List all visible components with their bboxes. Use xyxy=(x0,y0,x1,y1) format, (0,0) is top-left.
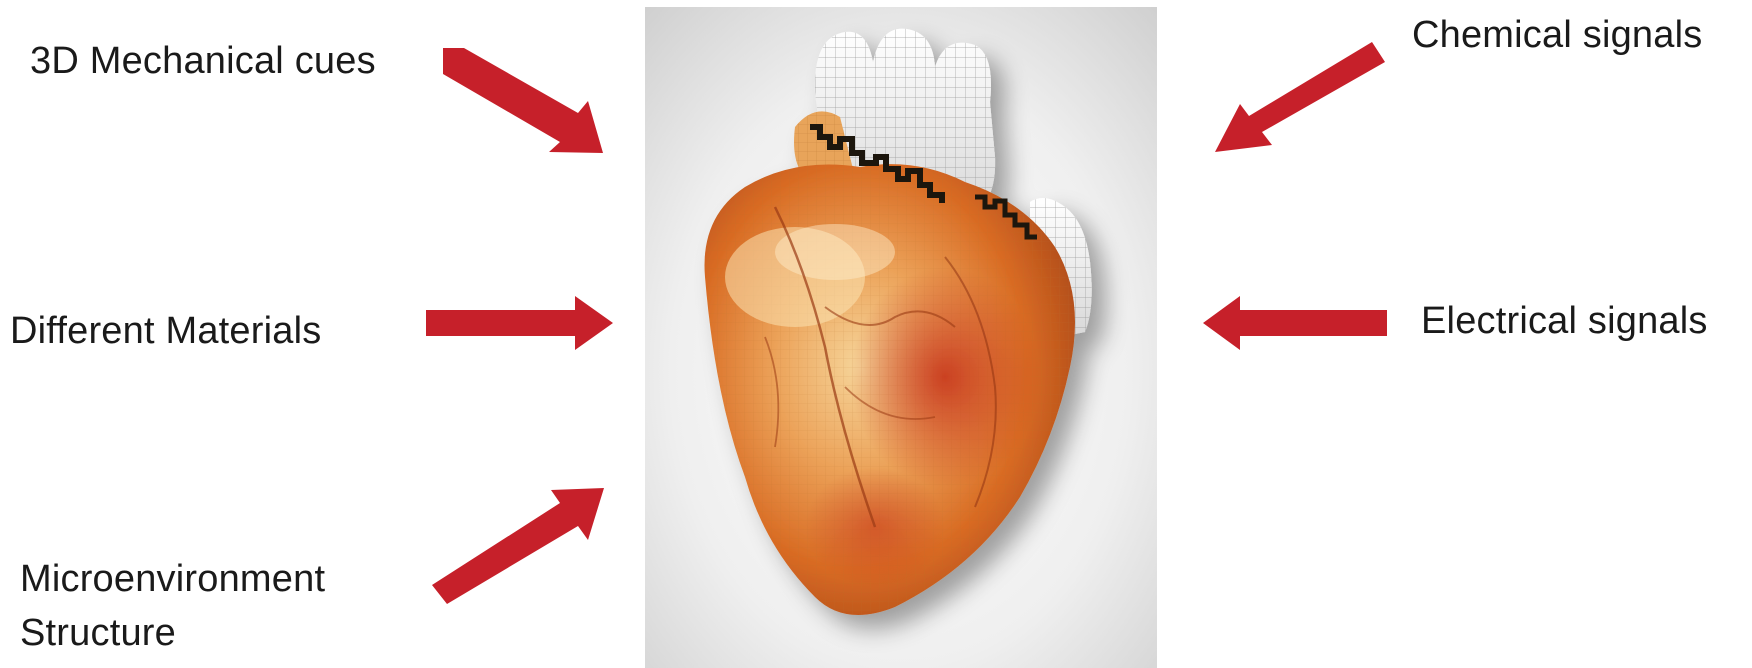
arrow-materials xyxy=(426,296,613,350)
label-different-materials: Different Materials xyxy=(10,304,321,358)
label-microenvironment-structure: Microenvironment Structure xyxy=(20,552,325,660)
arrow-microenvironment xyxy=(432,488,604,604)
label-chemical-signals: Chemical signals xyxy=(1412,8,1702,62)
arrow-chemical xyxy=(1215,42,1385,152)
heart-image xyxy=(645,7,1157,668)
label-microenvironment-line2: Structure xyxy=(20,606,325,660)
heart-illustration xyxy=(645,7,1157,668)
arrow-electrical xyxy=(1203,296,1387,350)
arrow-mechanical xyxy=(443,48,603,153)
label-3d-mechanical-cues: 3D Mechanical cues xyxy=(30,34,376,88)
label-microenvironment-line1: Microenvironment xyxy=(20,552,325,606)
label-electrical-signals: Electrical signals xyxy=(1421,294,1708,348)
